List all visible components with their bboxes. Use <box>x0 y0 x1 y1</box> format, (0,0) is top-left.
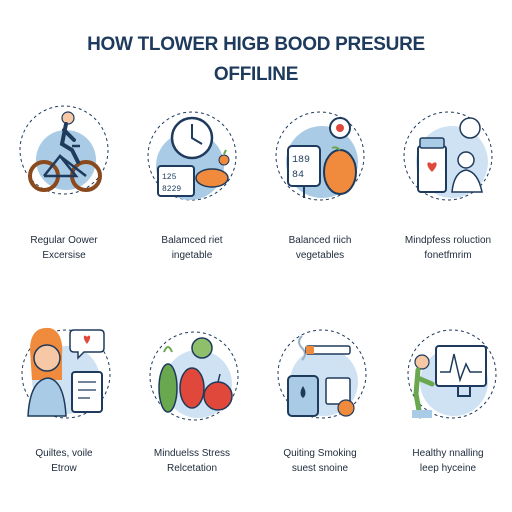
tip-label-quiltes: Quiltes, voile Etrow <box>35 448 93 474</box>
clock-scale-icon: 125 8229 <box>142 106 242 206</box>
tip-label-diet: Balamced riet ingetable <box>161 235 223 261</box>
meditation-icon <box>398 106 498 206</box>
title-line-1: HOW TLOWER HIGB BOOD PRESURE <box>87 34 425 55</box>
svg-text:8229: 8229 <box>162 185 181 194</box>
no-smoking-icon <box>270 324 370 424</box>
tip-label-stress: Minduelss Stress Relcetation <box>153 448 231 474</box>
tip-label-exercise: Regular Oower Excersise <box>30 235 98 261</box>
vegetables-icon <box>142 326 242 426</box>
svg-text:84: 84 <box>292 170 304 181</box>
tip-card-stress: Minduelss Stress Relcetation <box>128 320 256 500</box>
cyclist-icon <box>14 100 114 200</box>
tip-label-sleep: Healthy nnalling leep hyceine <box>412 448 484 474</box>
blood-pressure-monitor-icon: 189 84 <box>270 106 370 206</box>
page-title: HOW TLOWER HIGB BOOD PRESURE OFFILINE <box>0 30 512 90</box>
svg-text:189: 189 <box>292 155 310 166</box>
tip-label-vegetables: Balanced riich vegetables <box>288 235 352 261</box>
tip-card-vegetables: 189 84 Balanced riich vegetables <box>256 100 384 280</box>
sleep-monitor-icon <box>398 324 498 424</box>
tip-card-smoking: Quiting Smoking suest snoine <box>256 320 384 500</box>
tip-card-diet: 125 8229 Balamced riet ingetable <box>128 100 256 280</box>
tip-label-smoking: Quiting Smoking suest snoine <box>283 448 357 474</box>
svg-text:125: 125 <box>162 173 177 182</box>
doctor-clipboard-icon <box>14 320 114 420</box>
tip-card-exercise: Regular Oower Excersise <box>0 100 128 280</box>
tip-card-sleep: Healthy nnalling leep hyceine <box>384 320 512 500</box>
title-line-2: OFFILINE <box>213 64 299 85</box>
tip-card-quiltes: Quiltes, voile Etrow <box>0 320 128 500</box>
tip-card-mindfulness: Mindpfess roluction fonetfmrim <box>384 100 512 280</box>
tip-label-mindfulness: Mindpfess roluction fonetfmrim <box>404 235 492 261</box>
